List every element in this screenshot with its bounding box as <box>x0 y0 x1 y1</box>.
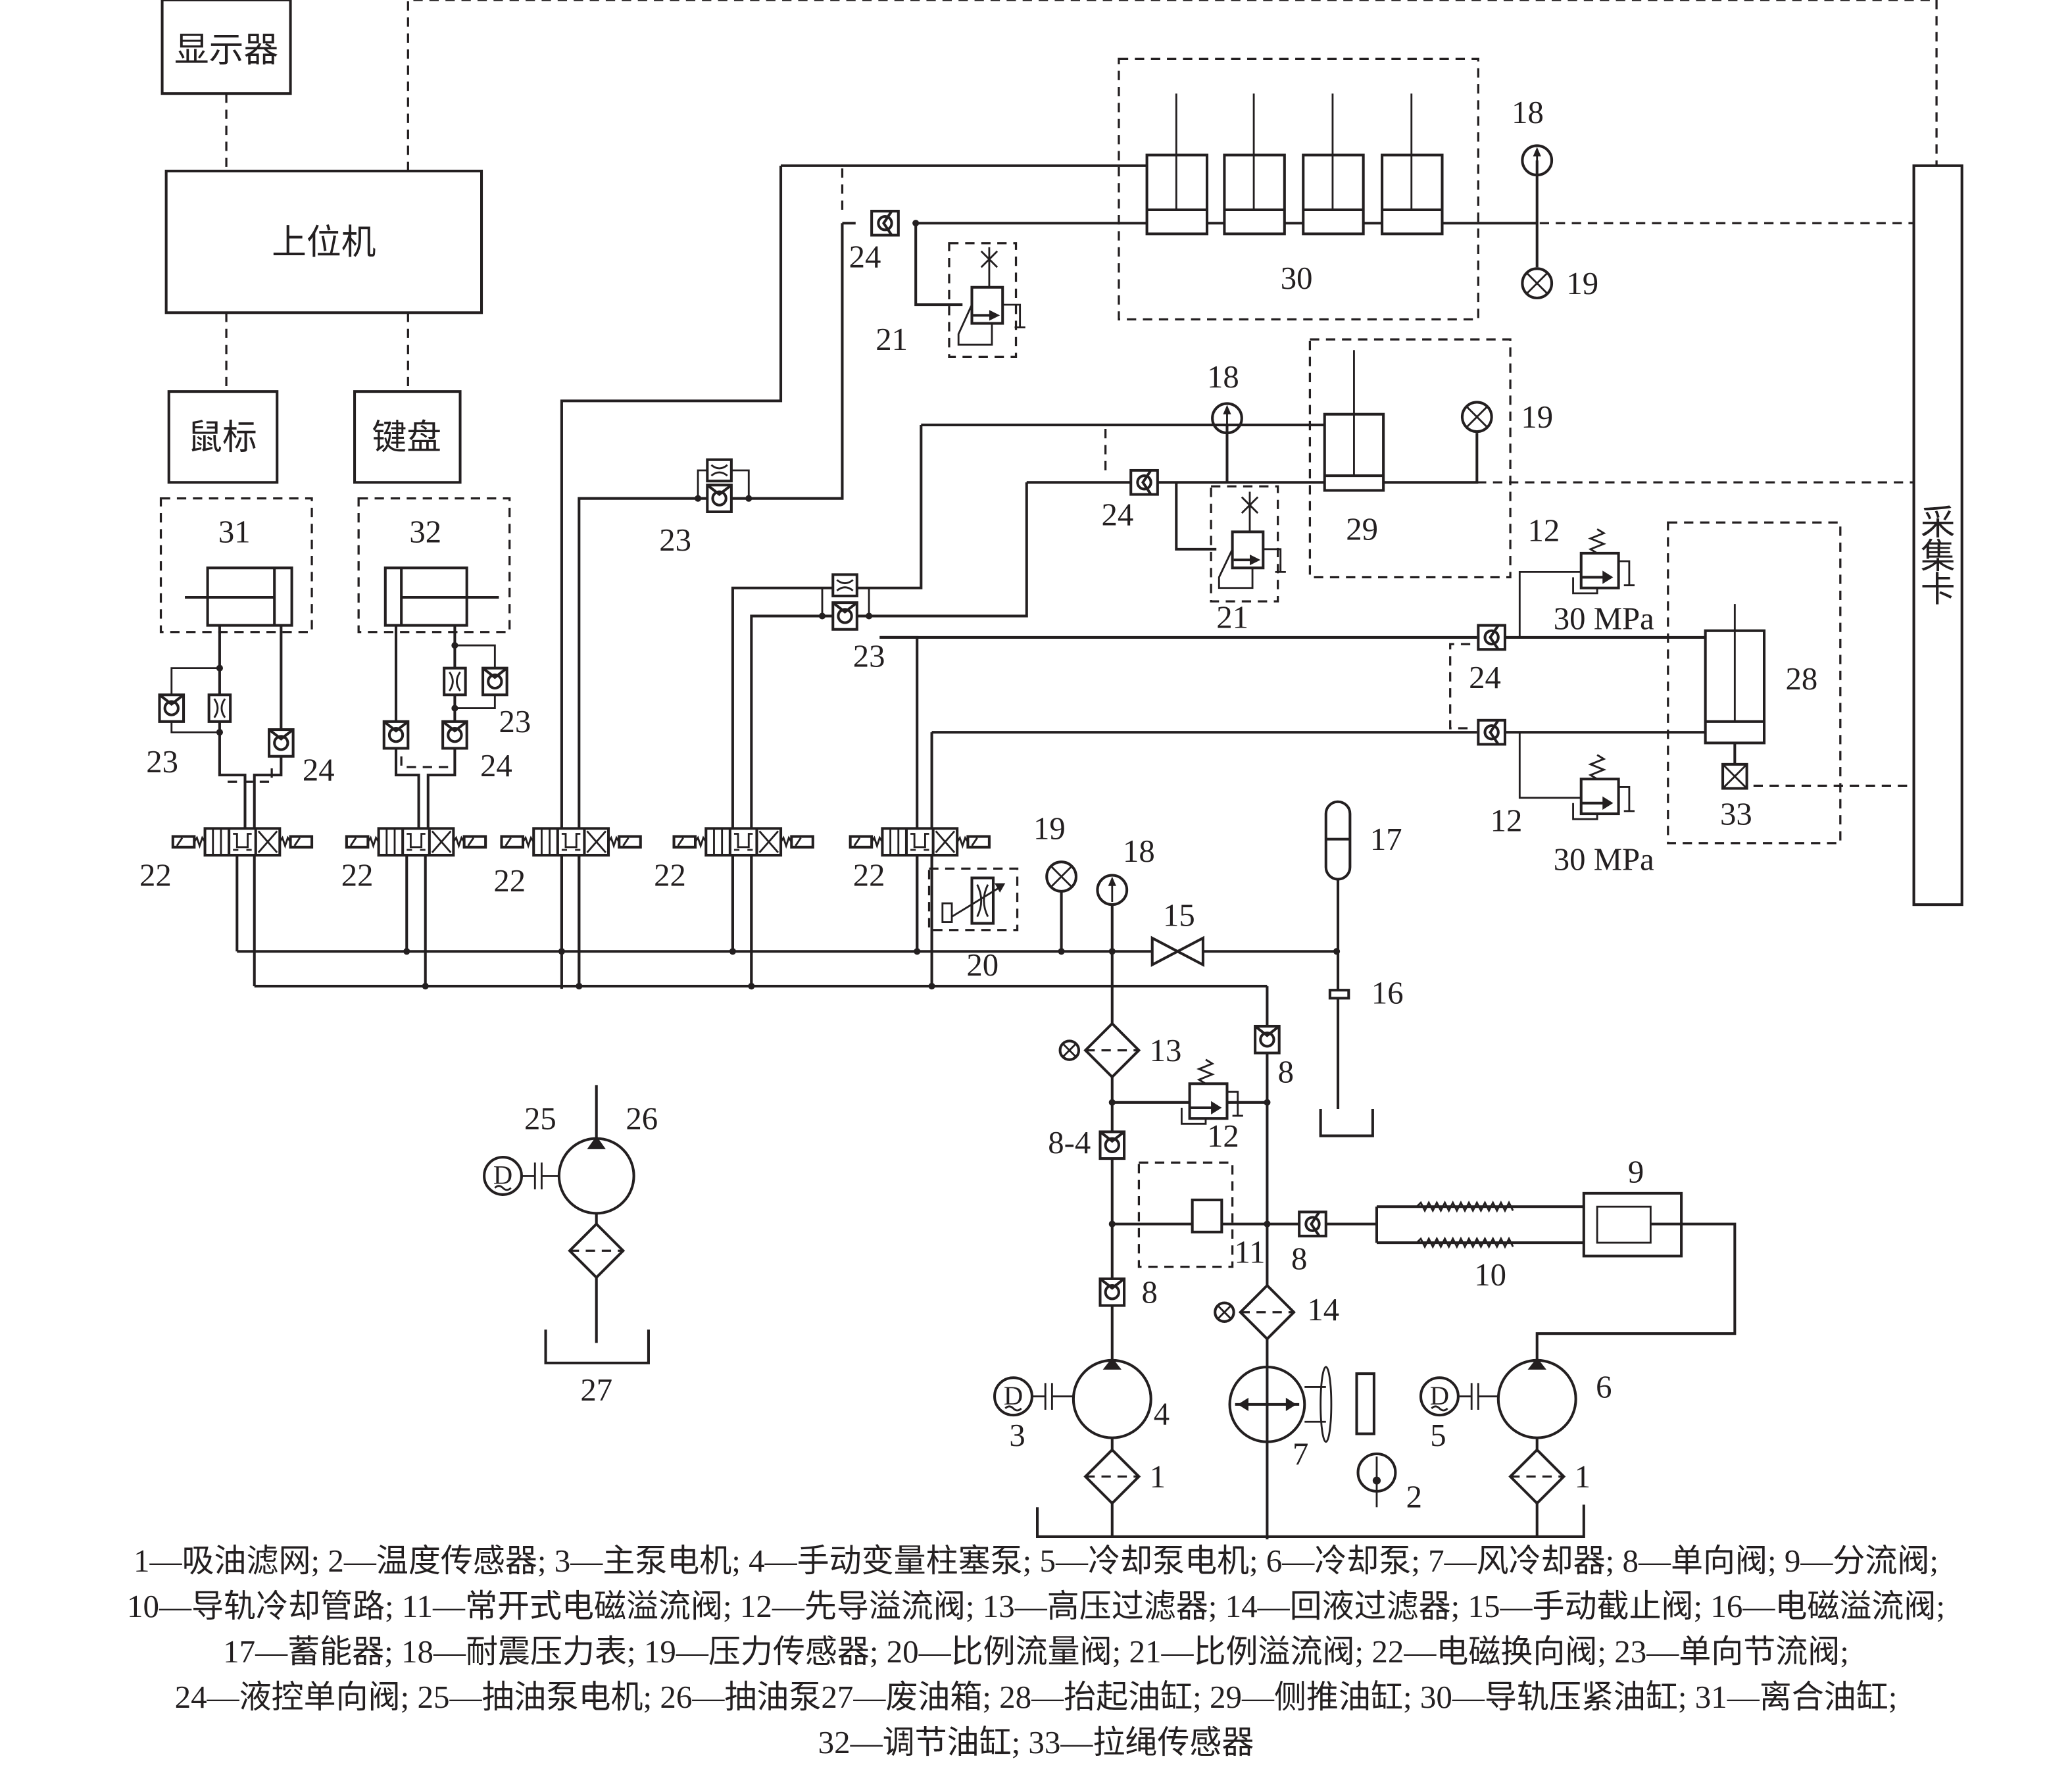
adjust-cylinder-32: 32 23 24 <box>357 497 531 829</box>
label-8c: 8 <box>1291 1241 1307 1277</box>
legend-line-3: 17—蓄能器; 18—耐震压力表; 19—压力传感器; 20—比例流量阀; 21… <box>223 1633 1849 1670</box>
keyboard-box: 键盘 <box>353 390 462 484</box>
daq-card: 采 集 卡 <box>1912 164 1963 907</box>
mouse-label: 鼠标 <box>187 419 257 457</box>
label-12b: 12 <box>1491 803 1523 838</box>
proportional-flow-valve-20: 20 <box>927 855 1019 983</box>
label-16: 16 <box>1371 975 1404 1010</box>
label-24e: 24 <box>480 748 512 783</box>
label-13: 13 <box>1150 1033 1182 1068</box>
label-7: 7 <box>1293 1436 1308 1472</box>
daq-card-label-1: 采 <box>1921 505 1956 543</box>
label-23d: 23 <box>853 639 885 674</box>
label-10: 10 <box>1474 1257 1506 1293</box>
label-25: 25 <box>524 1101 556 1136</box>
label-12c: 12 <box>1207 1118 1239 1154</box>
label-19b: 19 <box>1521 399 1553 435</box>
label-31: 31 <box>218 514 251 550</box>
side-push-cylinder-29: 19 29 18 24 21 <box>921 338 1553 635</box>
label-22d: 22 <box>654 858 686 893</box>
label-3: 3 <box>1009 1418 1025 1453</box>
label-22e: 22 <box>853 858 885 893</box>
lift-cylinder-28: 33 28 24 12 30 MPa 12 30 MPa <box>879 513 1842 877</box>
host-pc-box: 上位机 <box>164 169 483 314</box>
label-24d: 24 <box>303 752 335 787</box>
label-28: 28 <box>1786 661 1818 697</box>
label-26: 26 <box>626 1101 658 1136</box>
legend-line-1: 1—吸油滤网; 2—温度传感器; 3—主泵电机; 4—手动变量柱塞泵; 5—冷却… <box>133 1543 1939 1579</box>
label-30mpa-a: 30 MPa <box>1554 601 1654 637</box>
display-box: 显示器 <box>160 0 292 95</box>
label-30mpa-b: 30 MPa <box>1554 841 1654 877</box>
label-20: 20 <box>966 947 999 983</box>
rail-clamp-cylinders-30: 30 18 19 24 21 <box>781 57 1598 358</box>
label-18: 18 <box>1512 95 1544 130</box>
label-12a: 12 <box>1528 513 1560 549</box>
label-24b: 24 <box>1102 497 1134 532</box>
label-24: 24 <box>849 239 881 274</box>
daq-card-label-3: 卡 <box>1921 571 1956 609</box>
label-32: 32 <box>409 514 441 550</box>
throttle-check-valves-23: 23 23 <box>560 165 1028 989</box>
figure-legend: 1—吸油滤网; 2—温度传感器; 3—主泵电机; 4—手动变量柱塞泵; 5—冷却… <box>0 1538 2072 1765</box>
label-14: 14 <box>1307 1292 1339 1328</box>
pump-station: 13 12 8-4 8 11 8 8 10 9 14 3 <box>995 986 1737 1539</box>
label-9: 9 <box>1628 1155 1644 1190</box>
label-17: 17 <box>1370 822 1402 857</box>
signal-lines <box>225 0 1938 787</box>
label-19c: 19 <box>1033 811 1066 847</box>
display-label: 显示器 <box>174 31 278 69</box>
label-33: 33 <box>1720 796 1752 832</box>
label-24c: 24 <box>1469 660 1501 695</box>
label-6: 6 <box>1596 1370 1612 1405</box>
label-19: 19 <box>1566 266 1598 301</box>
label-1b: 1 <box>1575 1459 1591 1495</box>
hydraulic-system-diagram: D 显示器 上位机 鼠标 键盘 采 集 卡 <box>139 0 1963 1539</box>
label-21: 21 <box>876 322 908 357</box>
label-4: 4 <box>1154 1396 1170 1431</box>
legend-line-2: 10—导轨冷却管路; 11—常开式电磁溢流阀; 12—先导溢流阀; 13—高压过… <box>127 1588 1945 1624</box>
label-29: 29 <box>1346 512 1378 547</box>
label-5: 5 <box>1430 1418 1446 1453</box>
label-22c: 22 <box>493 863 526 899</box>
label-8-4: 8-4 <box>1048 1125 1091 1160</box>
legend-line-5: 32—调节油缸; 33—拉绳传感器 <box>818 1724 1254 1760</box>
label-22a: 22 <box>139 858 172 893</box>
clutch-cylinder-31: 31 23 24 <box>146 497 335 829</box>
label-22b: 22 <box>341 858 374 893</box>
label-1a: 1 <box>1150 1459 1166 1495</box>
legend-line-4: 24—液控单向阀; 25—抽油泵电机; 26—抽油泵27—废油箱; 28—抬起油… <box>174 1679 1898 1715</box>
label-23a: 23 <box>146 744 178 780</box>
mouse-box: 鼠标 <box>167 390 279 484</box>
keyboard-label: 键盘 <box>372 419 441 457</box>
host-pc-label: 上位机 <box>272 224 376 262</box>
label-2: 2 <box>1406 1479 1422 1514</box>
waste-oil-pump-group: 25 26 27 <box>484 1085 658 1408</box>
label-8a: 8 <box>1278 1054 1294 1089</box>
label-23b: 23 <box>499 704 531 739</box>
supply-manifold: 19 18 15 17 16 <box>1033 800 1404 1137</box>
label-23c: 23 <box>659 522 691 558</box>
label-15: 15 <box>1163 898 1195 933</box>
label-30: 30 <box>1281 261 1313 296</box>
label-11: 11 <box>1235 1235 1266 1270</box>
label-18b: 18 <box>1207 359 1239 395</box>
directional-valves-22: 22 22 22 22 22 <box>139 828 1337 990</box>
daq-card-label-2: 集 <box>1921 537 1956 576</box>
label-27: 27 <box>580 1372 612 1408</box>
label-8b: 8 <box>1141 1274 1157 1310</box>
label-21b: 21 <box>1216 600 1248 635</box>
label-18c: 18 <box>1123 833 1155 869</box>
